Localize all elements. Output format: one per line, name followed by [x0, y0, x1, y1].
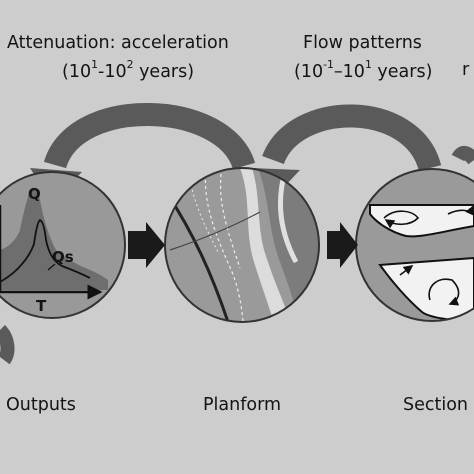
- label-cut-right: r: [462, 60, 470, 80]
- river-channel: [240, 168, 292, 322]
- label-flow-patterns: Flow patterns: [303, 33, 422, 53]
- label-attenuation-range: (101-102 years): [62, 58, 195, 82]
- attenuation-title: Attenuation: acceleration: [7, 33, 229, 53]
- connector-arrow-right: [327, 222, 358, 268]
- graph-label-t: T: [36, 297, 47, 315]
- upper-section-shape: [369, 204, 474, 238]
- road-line: [169, 211, 261, 251]
- qs-leader: [47, 263, 56, 271]
- label-outputs: Outputs: [6, 395, 76, 415]
- graph-label-q: Q: [28, 185, 41, 203]
- label-planform: Planform: [203, 395, 282, 415]
- label-flow-range: (10-1–101 years): [294, 58, 433, 82]
- flow-line-2: [219, 168, 241, 269]
- curved-arrow-far-right: [451, 146, 474, 165]
- flow-patterns-title: Flow patterns: [303, 33, 422, 53]
- bottom-left-arrow: [0, 325, 15, 365]
- flow-line-1: [204, 168, 245, 322]
- discharge-curve: [0, 218, 91, 283]
- label-attenuation: Attenuation: acceleration: [7, 33, 229, 53]
- flow-line-3: [189, 179, 219, 253]
- outputs-circle: [0, 171, 126, 319]
- graph-label-qs: Qs: [52, 248, 74, 266]
- section-circle: [355, 168, 474, 322]
- label-section: Section: [403, 395, 469, 415]
- connector-arrow-left: [128, 222, 165, 268]
- sediment-curve: [0, 187, 108, 290]
- planform-circle: [164, 167, 320, 323]
